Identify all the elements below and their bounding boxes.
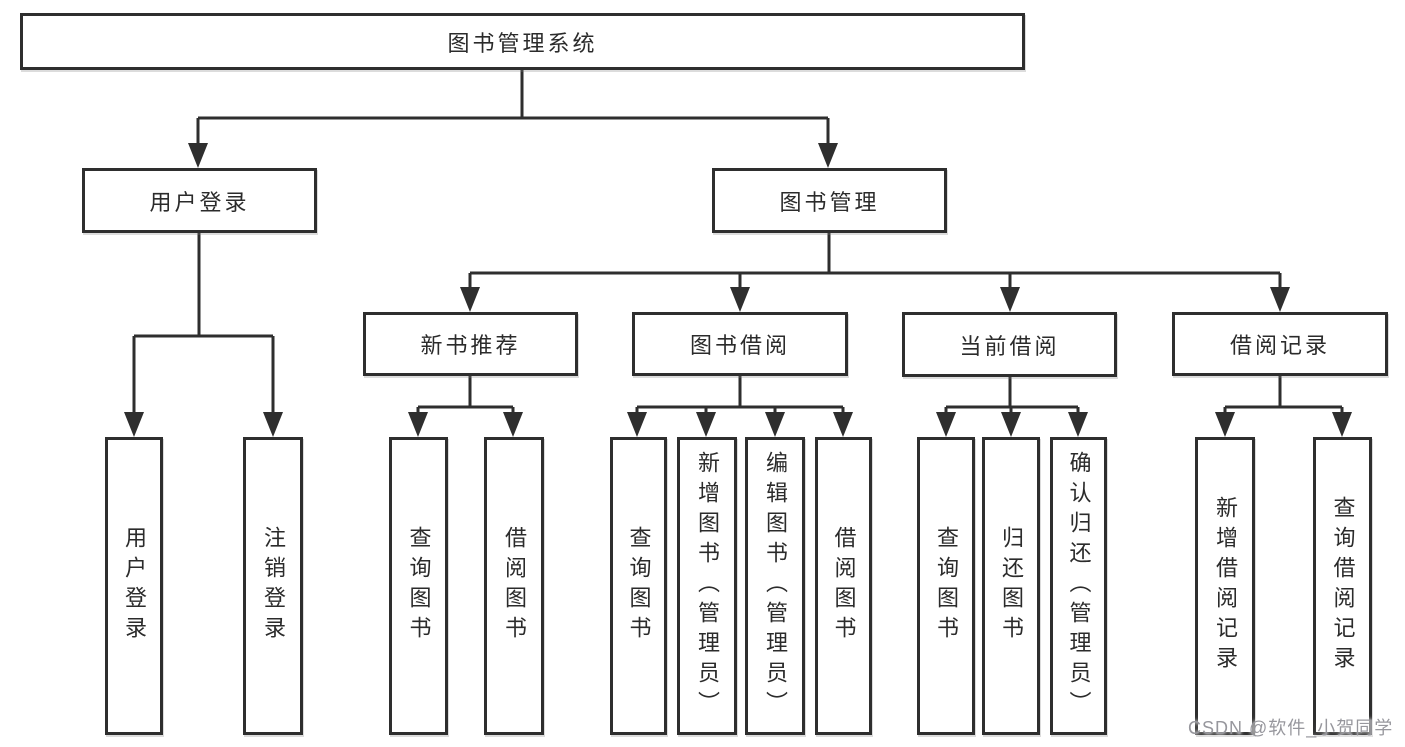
leaf-borrow-books-label: 借阅图书 bbox=[831, 526, 857, 646]
arrow-head bbox=[730, 287, 750, 312]
arrow-head bbox=[1001, 412, 1021, 437]
leaf-logout: 注销登录 bbox=[243, 437, 303, 735]
node-root: 图书管理系统 bbox=[20, 13, 1025, 70]
arrow-head bbox=[1270, 287, 1290, 312]
leaf-add-borrow-record-label: 新增借阅记录 bbox=[1213, 496, 1238, 676]
leaf-query-books-current: 查询图书 bbox=[917, 437, 975, 735]
arrow-head bbox=[627, 412, 647, 437]
arrow-head bbox=[263, 412, 283, 437]
node-book-management-label: 图书管理 bbox=[779, 189, 880, 215]
arrow-head bbox=[696, 412, 716, 437]
leaf-query-books-current-label: 查询图书 bbox=[934, 526, 959, 646]
leaf-return-book-label: 归还图书 bbox=[999, 526, 1024, 646]
leaf-query-borrow-record-label: 查询借阅记录 bbox=[1330, 496, 1356, 676]
leaf-query-books-borrow: 查询图书 bbox=[610, 437, 667, 735]
leaf-edit-book-admin: 编辑图书（管理员） bbox=[745, 437, 805, 735]
arrow-head bbox=[1215, 412, 1235, 437]
leaf-query-books-borrow-label: 查询图书 bbox=[626, 526, 652, 646]
node-book-management: 图书管理 bbox=[712, 168, 947, 233]
node-current-borrow-label: 当前借阅 bbox=[959, 333, 1060, 359]
leaf-confirm-return-admin: 确认归还（管理员） bbox=[1050, 437, 1107, 735]
node-book-borrow: 图书借阅 bbox=[632, 312, 848, 376]
arrow-head bbox=[818, 143, 838, 168]
leaf-add-borrow-record: 新增借阅记录 bbox=[1195, 437, 1255, 735]
node-user-login-label: 用户登录 bbox=[149, 189, 250, 215]
leaf-add-book-admin-label: 新增图书（管理员） bbox=[695, 451, 720, 721]
leaf-query-books-recommend-label: 查询图书 bbox=[406, 526, 432, 646]
arrowheads bbox=[124, 143, 1352, 437]
arrow-head bbox=[503, 412, 523, 437]
leaf-add-book-admin: 新增图书（管理员） bbox=[677, 437, 737, 735]
leaf-edit-book-admin-label: 编辑图书（管理员） bbox=[763, 451, 788, 721]
leaf-return-book: 归还图书 bbox=[982, 437, 1040, 735]
leaf-user-login: 用户登录 bbox=[105, 437, 163, 735]
node-root-label: 图书管理系统 bbox=[447, 30, 598, 56]
leaf-query-borrow-record: 查询借阅记录 bbox=[1313, 437, 1372, 735]
leaf-borrow-books-recommend-label: 借阅图书 bbox=[502, 526, 527, 646]
arrow-head bbox=[188, 143, 208, 168]
node-new-book-recommend-label: 新书推荐 bbox=[420, 333, 521, 358]
arrow-head bbox=[460, 287, 480, 312]
node-borrow-records-label: 借阅记录 bbox=[1229, 333, 1330, 358]
arrow-head bbox=[833, 412, 853, 437]
leaf-query-books-recommend: 查询图书 bbox=[389, 437, 448, 735]
node-borrow-records: 借阅记录 bbox=[1172, 312, 1388, 376]
node-new-book-recommend: 新书推荐 bbox=[363, 312, 578, 376]
arrow-head bbox=[936, 412, 956, 437]
leaf-confirm-return-admin-label: 确认归还（管理员） bbox=[1066, 451, 1092, 721]
node-book-borrow-label: 图书借阅 bbox=[689, 333, 790, 358]
arrow-head bbox=[765, 412, 785, 437]
node-current-borrow: 当前借阅 bbox=[902, 312, 1117, 377]
csdn-watermark: CSDN @软件_小贺同学 bbox=[1188, 718, 1394, 738]
node-user-login: 用户登录 bbox=[82, 168, 317, 233]
leaf-user-login-label: 用户登录 bbox=[122, 526, 147, 646]
arrow-head bbox=[1068, 412, 1088, 437]
arrow-head bbox=[408, 412, 428, 437]
leaf-borrow-books: 借阅图书 bbox=[815, 437, 872, 735]
leaf-logout-label: 注销登录 bbox=[261, 526, 286, 646]
arrow-head bbox=[1332, 412, 1352, 437]
arrow-head bbox=[1000, 287, 1020, 312]
arrow-head bbox=[124, 412, 144, 437]
leaf-borrow-books-recommend: 借阅图书 bbox=[484, 437, 544, 735]
